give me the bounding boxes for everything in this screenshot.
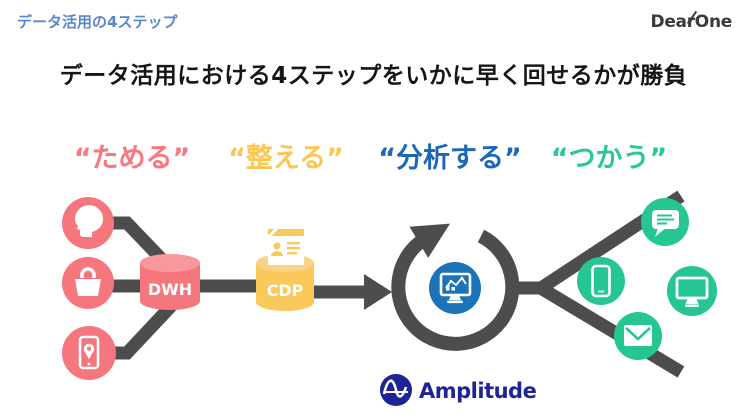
channel-smartphone <box>577 257 625 305</box>
step-label-organize: “整える” <box>228 143 344 174</box>
brand-logo-text: DearOne <box>650 12 733 32</box>
step-label-use: “つかう” <box>550 143 668 174</box>
channel-web <box>667 266 717 316</box>
smartphone-icon <box>591 264 611 298</box>
iteration-loop <box>391 223 520 351</box>
source-mobile <box>62 326 116 380</box>
arrowhead-to-loop <box>364 274 392 310</box>
source-person <box>62 197 114 249</box>
cdp-node: CDP <box>256 225 314 311</box>
chat-bubble-icon <box>652 210 679 237</box>
connector-loop-to-bottom-channels <box>535 281 685 378</box>
channel-email <box>614 312 662 360</box>
desktop-monitor-icon <box>675 276 709 307</box>
dwh-cylinder: DWH <box>140 254 200 310</box>
amplitude-logo: Amplitude <box>380 374 537 406</box>
id-card-icon <box>263 225 304 265</box>
page-kicker: データ活用の4ステップ <box>17 13 178 31</box>
amplitude-wave-icon <box>382 379 408 398</box>
shopping-bag-icon <box>75 267 101 296</box>
mobile-location-icon <box>78 335 100 370</box>
page-title: データ活用における4ステップをいかに早く回せるかが勝負 <box>59 63 688 89</box>
person-profile-icon <box>75 205 103 237</box>
analytics-monitor-icon <box>439 272 472 304</box>
amplitude-logo-text: Amplitude <box>419 379 537 403</box>
brand-logo: DearOne <box>650 10 733 32</box>
cdp-label: CDP <box>267 281 304 300</box>
channel-chat <box>641 198 689 246</box>
email-icon <box>624 325 652 346</box>
source-purchase <box>62 257 114 309</box>
step-label-store: “ためる” <box>73 143 191 174</box>
step-label-analyze: “分析する” <box>378 143 522 174</box>
loop-arrow-icon <box>391 223 520 351</box>
dwh-label: DWH <box>148 280 192 299</box>
connector-lines <box>88 190 685 378</box>
